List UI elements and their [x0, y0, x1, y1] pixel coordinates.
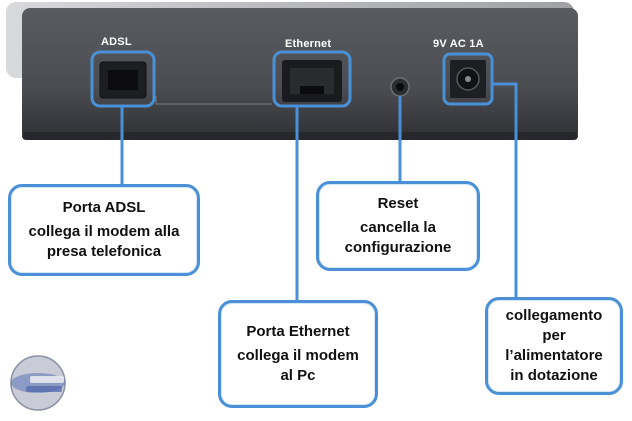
power-label: 9V AC 1A	[433, 38, 484, 50]
callout-ethernet: Porta Ethernet collega il modem al Pc	[218, 300, 378, 408]
panel-slot	[155, 96, 272, 105]
callout-reset-title: Reset	[377, 195, 419, 212]
ethernet-highlight	[272, 50, 352, 108]
callout-adsl-title: Porta ADSL	[62, 199, 146, 216]
callout-power: collegamento per l’alimentatore in dotaz…	[485, 297, 623, 395]
power-highlight	[442, 52, 494, 106]
callout-adsl-desc: collega il modem alla presa telefonica	[28, 223, 180, 260]
callout-ethernet-title: Porta Ethernet	[246, 323, 350, 340]
callout-ethernet-desc: collega il modem al Pc	[237, 347, 359, 384]
callout-reset: Reset cancella la configurazione	[316, 181, 480, 271]
callout-adsl: Porta ADSL collega il modem alla presa t…	[8, 184, 200, 276]
callout-reset-desc: cancella la configurazione	[344, 219, 452, 256]
device-bottom-shadow	[22, 132, 578, 140]
logo-icon	[10, 355, 66, 411]
adsl-label: ADSL	[101, 36, 132, 48]
ethernet-label: Ethernet	[285, 38, 332, 50]
callout-power-desc: collegamento per l’alimentatore in dotaz…	[505, 307, 603, 384]
power-connector	[492, 82, 518, 298]
